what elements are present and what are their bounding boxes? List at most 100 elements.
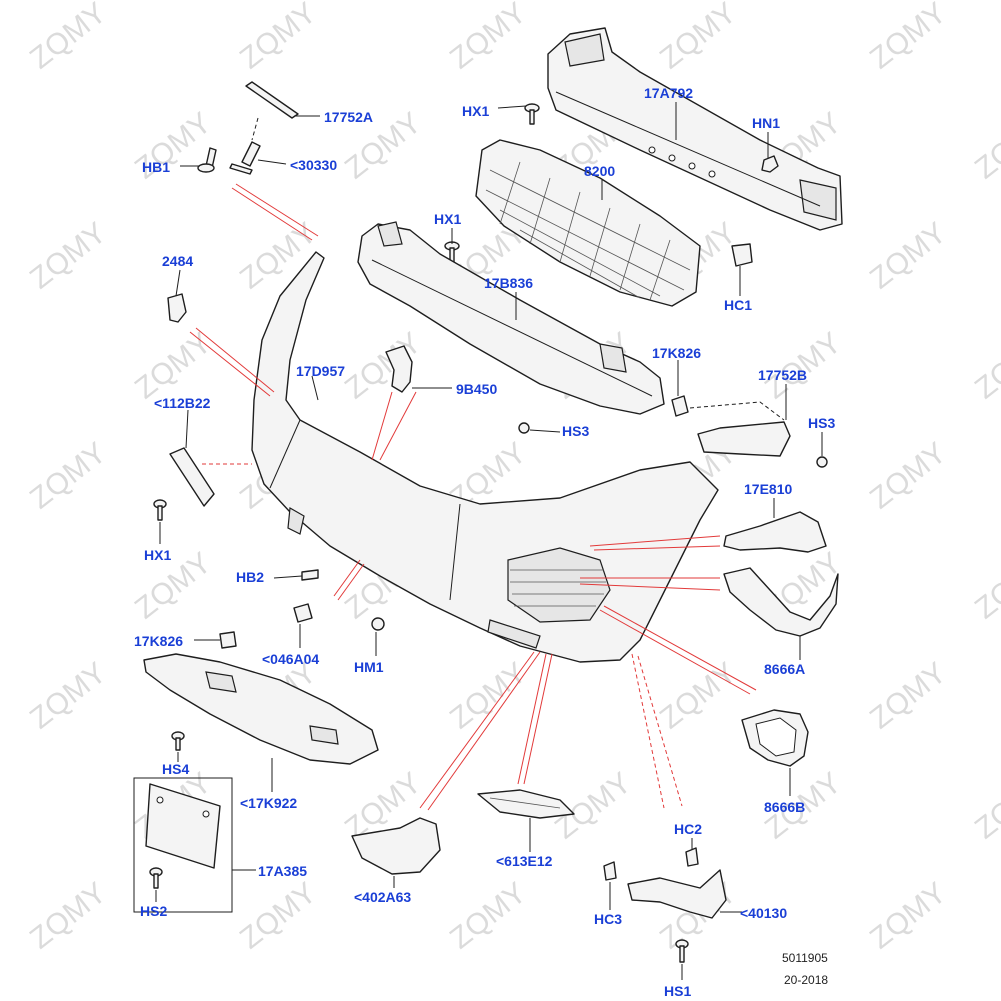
label-HS3-right[interactable]: HS3 bbox=[808, 415, 835, 431]
watermark-text: ZQMY bbox=[969, 326, 1001, 405]
label-17K922[interactable]: <17K922 bbox=[240, 795, 297, 811]
watermark-text: ZQMY bbox=[444, 876, 533, 955]
part-17E810 bbox=[723, 511, 827, 553]
callout-labels: 17752A <30330 HB1 HX1 17A792 HN1 8200 HX… bbox=[134, 85, 835, 999]
fastener-HB2 bbox=[301, 569, 319, 581]
label-112B22[interactable]: <112B22 bbox=[154, 395, 211, 411]
part-2484 bbox=[167, 293, 187, 323]
watermark-text: ZQMY bbox=[129, 326, 218, 405]
watermark-text: ZQMY bbox=[234, 876, 323, 955]
label-40130[interactable]: <40130 bbox=[740, 905, 787, 921]
part-402A63 bbox=[351, 817, 441, 875]
watermark-text: ZQMY bbox=[759, 326, 848, 405]
fastener-HC1 bbox=[731, 243, 753, 267]
part-613E12 bbox=[477, 789, 575, 819]
label-HX1-mid[interactable]: HX1 bbox=[434, 211, 461, 227]
label-17K826-right[interactable]: 17K826 bbox=[652, 345, 701, 361]
fastener-HN1 bbox=[761, 155, 779, 173]
part-9B450 bbox=[385, 345, 413, 393]
fastener-HC2 bbox=[685, 847, 699, 867]
watermark-text: ZQMY bbox=[24, 436, 113, 515]
label-HM1[interactable]: HM1 bbox=[354, 659, 384, 675]
part-8666A bbox=[723, 567, 839, 637]
watermark-text: ZQMY bbox=[24, 656, 113, 735]
part-17A792 bbox=[547, 27, 843, 231]
label-17752A[interactable]: 17752A bbox=[324, 109, 373, 125]
fastener-HS4 bbox=[171, 731, 185, 751]
label-HN1[interactable]: HN1 bbox=[752, 115, 780, 131]
label-9B450[interactable]: 9B450 bbox=[456, 381, 497, 397]
fastener-HB1 bbox=[197, 147, 217, 173]
label-046A04[interactable]: <046A04 bbox=[262, 651, 319, 667]
label-HC3[interactable]: HC3 bbox=[594, 911, 622, 927]
label-HB2[interactable]: HB2 bbox=[236, 569, 264, 585]
label-HC1[interactable]: HC1 bbox=[724, 297, 752, 313]
fastener-HS3-mid bbox=[518, 422, 530, 434]
fastener-HX1-left bbox=[153, 499, 167, 521]
label-30330[interactable]: <30330 bbox=[290, 157, 337, 173]
label-8200[interactable]: 8200 bbox=[584, 163, 615, 179]
label-17A385[interactable]: 17A385 bbox=[258, 863, 307, 879]
leader-lines bbox=[155, 102, 823, 980]
label-17752B[interactable]: 17752B bbox=[758, 367, 807, 383]
part-17D957-bumper bbox=[251, 251, 719, 663]
label-8666B[interactable]: 8666B bbox=[764, 799, 805, 815]
watermark-text: ZQMY bbox=[24, 216, 113, 295]
part-112B22 bbox=[169, 447, 215, 507]
watermark-text: ZQMY bbox=[654, 0, 743, 76]
part-17B836 bbox=[357, 221, 665, 415]
part-046A04 bbox=[293, 603, 313, 623]
label-402A63[interactable]: <402A63 bbox=[354, 889, 411, 905]
fastener-HS3-right bbox=[816, 456, 828, 468]
label-HS1[interactable]: HS1 bbox=[664, 983, 691, 999]
part-17K826-left bbox=[219, 631, 237, 649]
part-17K826-right bbox=[671, 395, 689, 417]
label-17E810[interactable]: 17E810 bbox=[744, 481, 792, 497]
label-17D957[interactable]: 17D957 bbox=[296, 363, 345, 379]
callout-lines bbox=[189, 183, 757, 811]
reference-code: 5011905 bbox=[782, 951, 828, 965]
reference-date: 20-2018 bbox=[784, 973, 828, 987]
watermark-text: ZQMY bbox=[339, 326, 428, 405]
part-8666B bbox=[741, 709, 809, 767]
label-HB1[interactable]: HB1 bbox=[142, 159, 170, 175]
watermark-text: ZQMY bbox=[864, 216, 953, 295]
watermark-text: ZQMY bbox=[864, 656, 953, 735]
label-HS4[interactable]: HS4 bbox=[162, 761, 189, 777]
part-8200-grille bbox=[475, 139, 701, 307]
part-17A385-plate bbox=[133, 777, 233, 913]
watermark-text: ZQMY bbox=[444, 0, 533, 76]
part-40130 bbox=[627, 869, 727, 919]
watermark-text: ZQMY bbox=[234, 0, 323, 76]
part-17752B bbox=[689, 401, 791, 457]
watermark-text: ZQMY bbox=[864, 876, 953, 955]
watermark-text: ZQMY bbox=[969, 546, 1001, 625]
label-HX1-left[interactable]: HX1 bbox=[144, 547, 171, 563]
part-30330 bbox=[229, 141, 261, 175]
fastener-HS1 bbox=[675, 939, 689, 963]
label-HS3-mid[interactable]: HS3 bbox=[562, 423, 589, 439]
label-HC2[interactable]: HC2 bbox=[674, 821, 702, 837]
watermark-text: ZQMY bbox=[864, 436, 953, 515]
fastener-HS2 bbox=[149, 867, 163, 889]
fastener-HX1-top bbox=[524, 103, 540, 125]
label-17K826-left[interactable]: 17K826 bbox=[134, 633, 183, 649]
label-613E12[interactable]: <613E12 bbox=[496, 853, 553, 869]
watermark-text: ZQMY bbox=[969, 106, 1001, 185]
label-2484[interactable]: 2484 bbox=[162, 253, 193, 269]
label-17A792[interactable]: 17A792 bbox=[644, 85, 693, 101]
watermark-text: ZQMY bbox=[129, 546, 218, 625]
part-17K922 bbox=[143, 653, 379, 765]
fastener-HC3 bbox=[603, 861, 617, 881]
watermark-text: ZQMY bbox=[444, 656, 533, 735]
label-8666A[interactable]: 8666A bbox=[764, 661, 805, 677]
label-HX1-top[interactable]: HX1 bbox=[462, 103, 489, 119]
part-17752A bbox=[245, 81, 299, 141]
label-HS2[interactable]: HS2 bbox=[140, 903, 167, 919]
label-17B836[interactable]: 17B836 bbox=[484, 275, 533, 291]
fastener-HM1 bbox=[371, 617, 385, 631]
watermark-text: ZQMY bbox=[864, 0, 953, 76]
watermark-text: ZQMY bbox=[24, 0, 113, 76]
